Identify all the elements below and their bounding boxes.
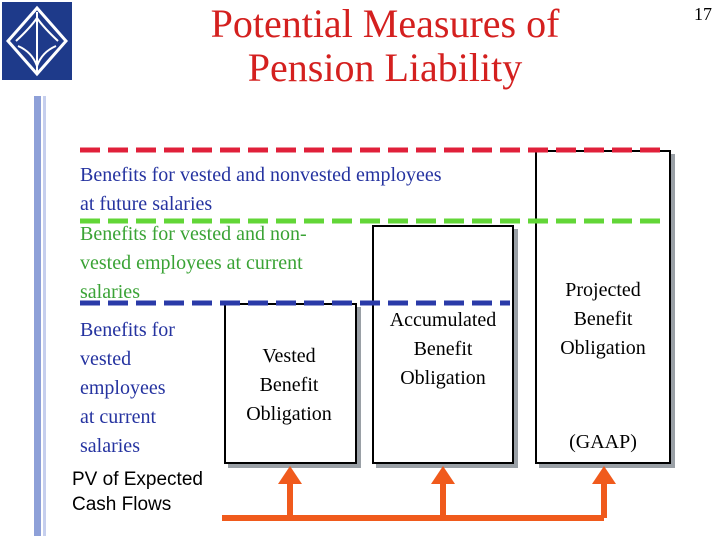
abo-label-line-1: Accumulated: [389, 309, 497, 331]
label-vested-current-line-1: Benefits for: [80, 319, 175, 341]
label-nonvested-current-line-1: Benefits for vested and non-: [80, 223, 307, 245]
left-rail: [34, 96, 41, 536]
abo-box: [372, 225, 514, 464]
diamond-logo-icon: [2, 2, 72, 80]
label-nonvested-future-line-1: Benefits for vested and nonvested employ…: [80, 164, 442, 186]
vbo-label-line-1: Vested: [262, 345, 316, 367]
page-number: 17: [694, 4, 712, 24]
page-title: Potential Measures of Pension Liability: [150, 2, 620, 90]
label-vested-current-line-4: at current: [80, 406, 157, 428]
label-nonvested-current-line-2: vested employees at current: [80, 252, 303, 274]
label-nonvested-future-line-2: at future salaries: [80, 193, 213, 215]
abo-label-line-3: Obligation: [400, 367, 486, 389]
left-rail-accent: [43, 96, 46, 536]
label-nonvested-current-line-3: salaries: [80, 281, 140, 303]
vbo-label-line-3: Obligation: [246, 403, 332, 425]
label-pv-expected-cash-flows: PV of Expected Cash Flows: [72, 467, 203, 517]
label-pv-line-1: PV of Expected: [72, 469, 203, 490]
label-pv-line-2: Cash Flows: [72, 494, 172, 515]
vbo-label: Vested Benefit Obligation: [226, 342, 352, 429]
label-vested-current-line-5: salaries: [80, 435, 140, 457]
label-vested-current: Benefits for vested employees at current…: [80, 316, 175, 461]
pbo-box: [535, 150, 671, 464]
title-line-1: Potential Measures of: [210, 1, 560, 46]
pv-connector: [222, 466, 616, 521]
vbo-box: [224, 303, 357, 464]
title-line-2: Pension Liability: [247, 45, 523, 90]
abo-label: Accumulated Benefit Obligation: [372, 306, 514, 393]
pbo-gaap-note: (GAAP): [569, 431, 637, 453]
pbo-label-line-2: Benefit: [573, 308, 633, 330]
label-nonvested-current: Benefits for vested and non- vested empl…: [80, 220, 307, 307]
pbo-label-line-1: Projected: [565, 279, 641, 301]
vbo-label-line-2: Benefit: [259, 374, 319, 396]
label-vested-current-line-3: employees: [80, 377, 166, 399]
pbo-label: Projected Benefit Obligation: [535, 276, 671, 363]
label-vested-current-line-2: vested: [80, 348, 132, 370]
pbo-label-line-3: Obligation: [560, 337, 646, 359]
label-nonvested-future: Benefits for vested and nonvested employ…: [80, 161, 442, 219]
abo-label-line-2: Benefit: [413, 338, 473, 360]
